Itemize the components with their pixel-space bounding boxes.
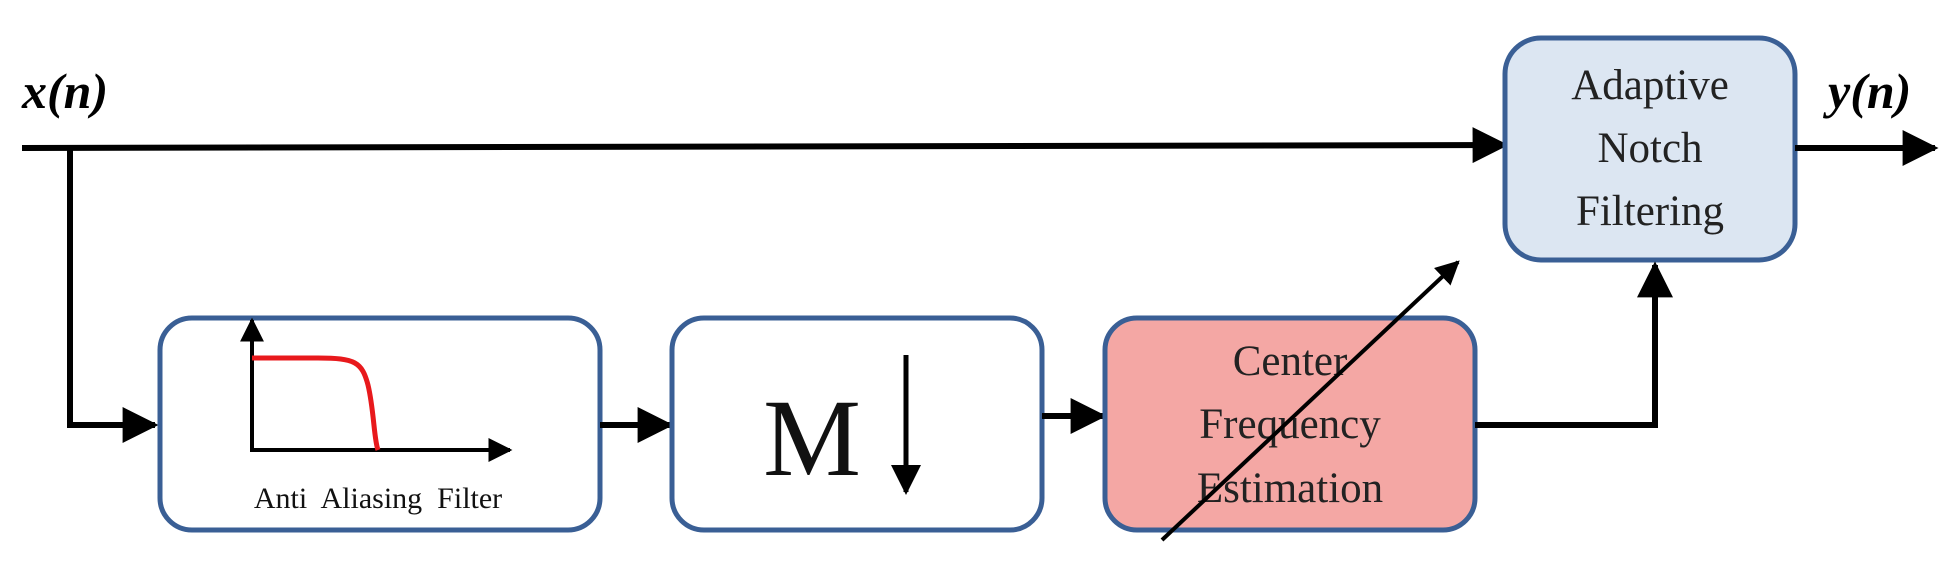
cfe-to-anf-line (1475, 261, 1673, 428)
output-label: y(n) (1823, 63, 1911, 119)
cfe-label-line2: Frequency (1199, 401, 1381, 448)
anf-label-line3: Filtering (1576, 188, 1724, 235)
main-signal-line (21, 127, 1509, 164)
anf-label-line2: Notch (1597, 125, 1702, 172)
branch-line (67, 148, 159, 443)
filter-response-curve (252, 355, 381, 451)
cfe-label-line1: Center (1233, 338, 1348, 385)
anf-label-line1: Adaptive (1571, 62, 1729, 109)
downsample-symbol: M (763, 377, 861, 499)
downsampler-block (669, 315, 1045, 533)
cfe-label-line3: Estimation (1197, 465, 1383, 512)
adaptation-diagonal-arrow (1160, 260, 1460, 542)
aaf-caption: Anti Aliasing Filter (254, 482, 502, 515)
input-label: x(n) (21, 63, 108, 119)
